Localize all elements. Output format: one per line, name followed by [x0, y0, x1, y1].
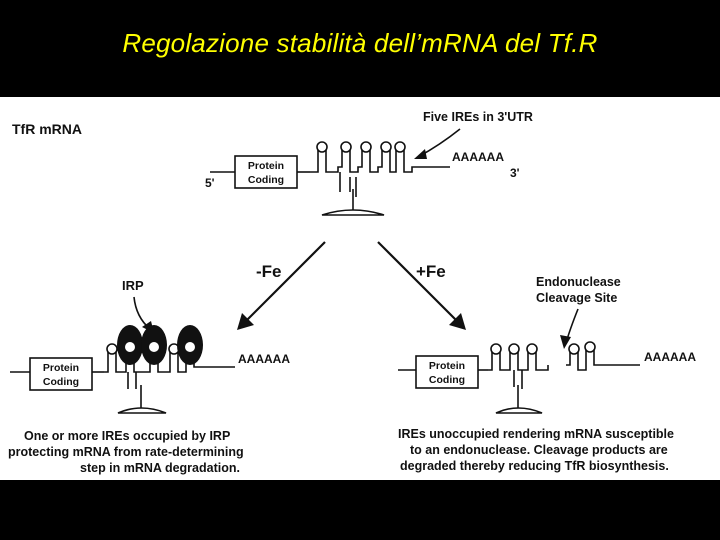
left-caption-line-2: protecting mRNA from rate-determining	[8, 445, 244, 459]
top-three-prime: 3'	[510, 166, 520, 180]
left-caption-line-1: One or more IREs occupied by IRP	[24, 429, 230, 443]
plus-fe-arrow	[377, 241, 466, 330]
irp-protein-3	[177, 325, 203, 365]
diagram-header: TfR mRNA	[12, 121, 82, 137]
top-protein-label-2: Coding	[248, 174, 284, 186]
right-caption-line-2: to an endonuclease. Cleavage products ar…	[410, 443, 668, 457]
slide-title: Regolazione stabilità dell’mRNA del Tf.R	[122, 28, 598, 58]
top-five-prime: 5'	[205, 176, 215, 190]
endonuclease-label-2: Cleavage Site	[536, 291, 617, 305]
minus-fe-arrow	[237, 241, 326, 330]
top-poly-a: AAAAAA	[452, 150, 504, 164]
right-poly-a: AAAAAA	[644, 350, 696, 364]
top-protein-label-1: Protein	[248, 160, 284, 172]
left-poly-a: AAAAAA	[238, 352, 290, 366]
left-mrna	[10, 347, 235, 414]
right-protein-label-2: Coding	[429, 374, 465, 386]
endonuclease-label-1: Endonuclease	[536, 275, 621, 289]
irp-label: IRP	[122, 278, 144, 293]
right-caption-line-3: degraded thereby reducing TfR biosynthes…	[400, 459, 669, 473]
irp-protein-2	[141, 325, 167, 365]
left-protein-coding-box	[29, 357, 93, 391]
right-caption-line-1: IREs unoccupied rendering mRNA susceptib…	[398, 427, 674, 441]
tfr-mrna-diagram: TfR mRNA Protein Coding 5' AAAAAA 3' Fiv…	[0, 97, 720, 480]
callout-five-ires: Five IREs in 3'UTR	[423, 110, 533, 124]
right-mrna	[398, 347, 640, 414]
left-protein-label-1: Protein	[43, 362, 79, 374]
left-protein-label-2: Coding	[43, 376, 79, 388]
left-caption-line-3: step in mRNA degradation.	[80, 461, 240, 475]
right-protein-label-1: Protein	[429, 360, 465, 372]
minus-fe-label: -Fe	[256, 262, 282, 281]
top-mrna	[210, 141, 450, 216]
plus-fe-label: +Fe	[416, 262, 446, 281]
right-protein-coding-box	[415, 355, 479, 389]
irp-protein-1	[117, 325, 143, 365]
